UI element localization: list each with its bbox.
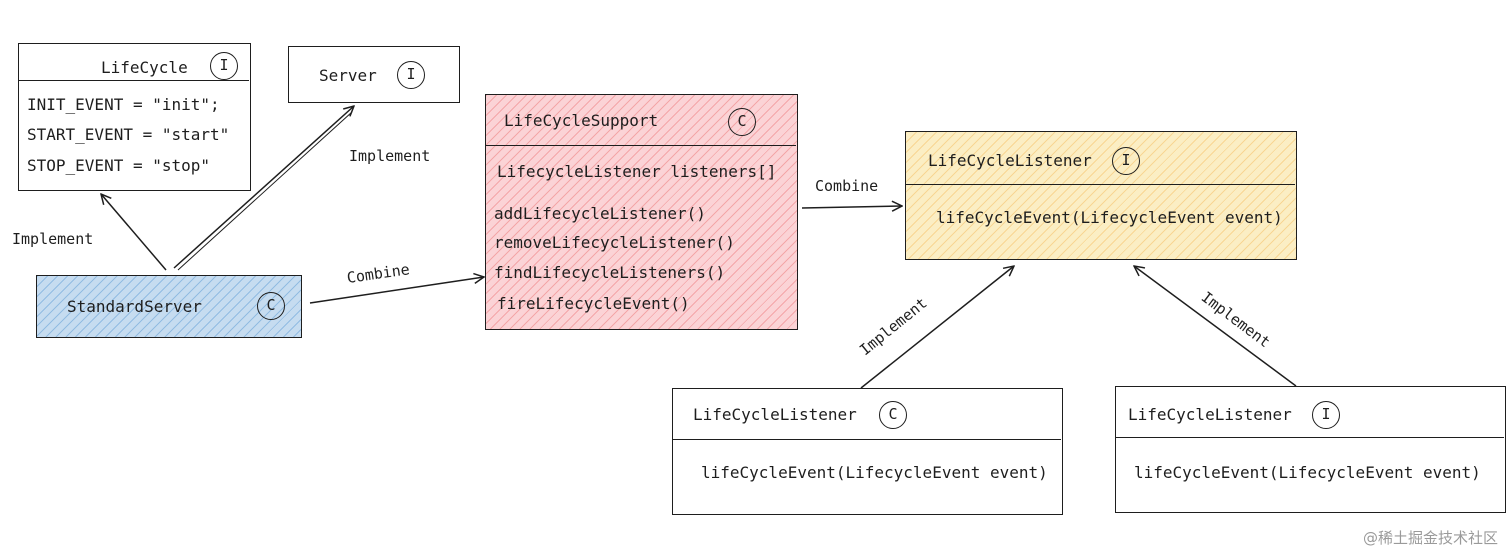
class-badge-icon: C [257,292,285,320]
lifecycle-support-method-find: findLifecycleListeners() [494,263,726,282]
lifecycle-support-node[interactable]: LifeCycleSupport C LifecycleListener lis… [485,94,798,330]
lifecycle-support-title: LifeCycleSupport [504,111,659,130]
lifecycle-support-divider [486,145,796,146]
edge-std-to-support [309,277,484,304]
watermark-text: @稀土掘金技术社区 [1362,529,1498,547]
lifecycle-divider [19,80,249,81]
lifecycle-support-field: LifecycleListener listeners[] [497,162,777,181]
edge-class-to-listener [860,266,1014,389]
listener-interface-title: LifeCycleListener [1128,405,1292,424]
interface-badge-icon: I [1112,147,1140,175]
listener-top-divider [906,184,1295,185]
lifecycle-support-method-add: addLifecycleListener() [494,204,706,223]
edge-label-std-to-server: Implement [349,147,431,165]
lifecycle-node[interactable]: LifeCycle I INIT_EVENT = "init"; START_E… [18,43,251,191]
listener-top-title: LifeCycleListener [928,151,1092,170]
standard-server-title: StandardServer [67,297,202,316]
class-badge-icon: C [728,108,756,136]
listener-interface-method: lifeCycleEvent(LifecycleEvent event) [1134,463,1481,482]
edge-support-to-listener [801,206,902,208]
class-badge-icon: C [879,401,907,429]
edge-std-to-lifecycle [101,194,167,271]
listener-class-title: LifeCycleListener [693,405,857,424]
edge-label-std-to-lifecycle: Implement [12,230,94,248]
listener-top-method: lifeCycleEvent(LifecycleEvent event) [936,208,1283,227]
listener-top-node[interactable]: LifeCycleListener I lifeCycleEvent(Lifec… [905,131,1297,260]
interface-badge-icon: I [397,61,425,89]
edge-std-to-server [173,106,354,269]
lifecycle-field-init: INIT_EVENT = "init"; [27,95,220,114]
lifecycle-title: LifeCycle [101,58,188,77]
edge-std-to-server-double [177,111,353,271]
standard-server-node[interactable]: StandardServer C [36,275,302,338]
edge-label-support-to-listener: Combine [815,177,879,195]
lifecycle-field-start: START_EVENT = "start" [27,125,230,144]
server-node[interactable]: Server I [288,46,460,103]
lifecycle-support-method-fire: fireLifecycleEvent() [497,294,690,313]
edge-interface-to-listener [1134,266,1297,387]
interface-badge-icon: I [1312,401,1340,429]
listener-class-node[interactable]: LifeCycleListener C lifeCycleEvent(Lifec… [672,388,1063,515]
listener-class-divider [673,439,1061,440]
lifecycle-field-stop: STOP_EVENT = "stop" [27,156,211,175]
listener-interface-node[interactable]: LifeCycleListener I lifeCycleEvent(Lifec… [1115,386,1506,513]
interface-badge-icon: I [210,52,238,80]
listener-interface-divider [1116,437,1504,438]
listener-class-method: lifeCycleEvent(LifecycleEvent event) [701,463,1048,482]
server-title: Server [319,66,377,85]
lifecycle-support-method-remove: removeLifecycleListener() [494,233,735,252]
